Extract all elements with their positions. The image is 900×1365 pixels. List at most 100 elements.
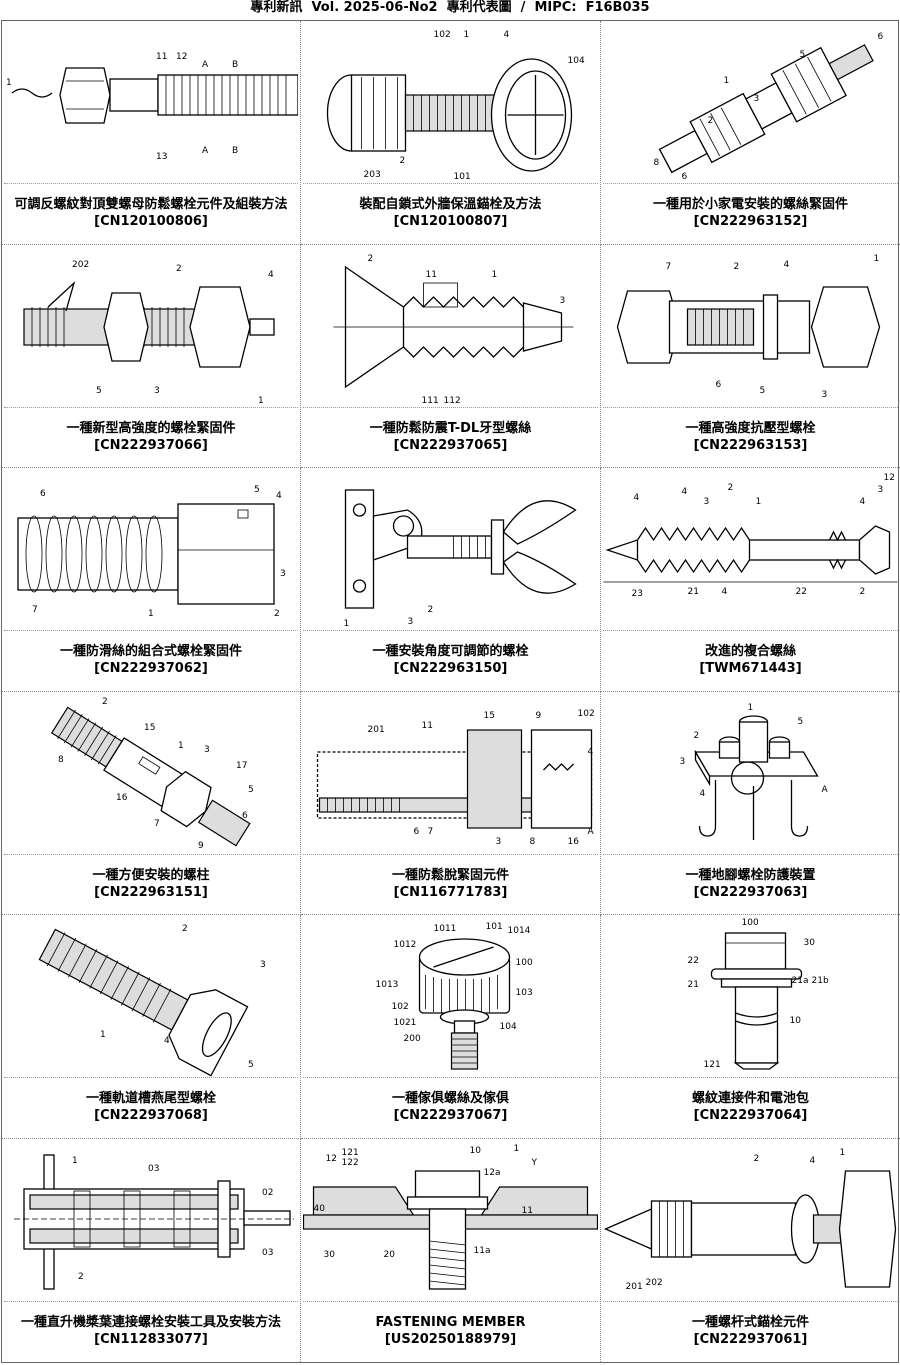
- label: 8: [654, 158, 660, 168]
- patent-title: 可調反螺紋對頂雙螺母防鬆螺栓元件及組裝方法: [6, 196, 296, 213]
- label: 8: [530, 837, 536, 847]
- label: 202: [646, 1278, 663, 1288]
- label: 201: [368, 725, 385, 735]
- label: 4: [722, 587, 728, 597]
- patent-number[interactable]: [CN222937062]: [6, 660, 296, 677]
- label: 1021: [394, 1018, 417, 1028]
- drawing-composite-screw: 4 4 3 2 1 4 3 12 23 21 4 22 2: [603, 470, 898, 630]
- patent-number[interactable]: [CN222937067]: [305, 1107, 596, 1124]
- label: 4: [784, 260, 790, 270]
- label: 101: [454, 172, 471, 182]
- label: 10: [790, 1016, 802, 1026]
- label: 30: [324, 1250, 336, 1260]
- patent-grid: 1 11 12 13 A B A B 可調反螺紋對頂雙螺母防鬆螺栓元件及組裝方法…: [1, 20, 899, 1363]
- patent-drawing: 1 11 12 13 A B A B: [4, 23, 298, 184]
- patent-number[interactable]: [CN222937061]: [605, 1331, 896, 1348]
- patent-number[interactable]: [CN222937063]: [605, 884, 896, 901]
- patent-number[interactable]: [CN116771783]: [305, 884, 596, 901]
- patent-card[interactable]: 7 2 4 1 6 5 3 一種高強度抗壓型螺栓[CN222963153]: [601, 245, 900, 469]
- label: 1012: [394, 940, 417, 950]
- label: 1013: [376, 980, 399, 990]
- patent-card[interactable]: 6 5 4 3 2 1 7 一種防滑絲的組合式螺栓緊固件[CN222937062…: [2, 468, 301, 692]
- patent-number[interactable]: [CN222937068]: [6, 1107, 296, 1124]
- label: A: [588, 827, 595, 837]
- patent-number[interactable]: [CN222963151]: [6, 884, 296, 901]
- patent-number[interactable]: [CN222963152]: [605, 213, 896, 230]
- label: 5: [248, 785, 254, 795]
- patent-card[interactable]: 4 4 3 2 1 4 3 12 23 21 4 22 2 改進的複合螺絲[TW…: [601, 468, 900, 692]
- patent-card[interactable]: 100 30 22 21 21a 21b 10 121 螺紋連接件和電池包[CN…: [601, 915, 900, 1139]
- patent-card[interactable]: 1011 101 1014 1012 100 1013 103 102 1021…: [301, 915, 601, 1139]
- patent-drawing: 4 4 3 2 1 4 3 12 23 21 4 22 2: [603, 470, 898, 631]
- patent-title: 一種方便安裝的螺柱: [6, 867, 296, 884]
- label: 03: [262, 1248, 273, 1258]
- patent-number[interactable]: [CN222937066]: [6, 437, 296, 454]
- label: 12: [326, 1154, 337, 1164]
- label: 9: [536, 711, 542, 721]
- label: 13: [156, 152, 167, 162]
- patent-number[interactable]: [CN112833077]: [6, 1331, 296, 1348]
- patent-title: 一種螺杆式錨栓元件: [605, 1314, 896, 1331]
- patent-card[interactable]: 1 3 2 一種安裝角度可調節的螺栓[CN222963150]: [301, 468, 601, 692]
- label: 4: [700, 789, 706, 799]
- patent-drawing: 6 5 1 3 2 8 6: [603, 23, 898, 184]
- label: 11: [522, 1206, 533, 1216]
- label: A: [202, 60, 209, 70]
- patent-drawing: 202 2 4 5 3 1: [4, 247, 298, 408]
- patent-drawing: 2 11 1 3 111 112: [303, 247, 598, 408]
- label: 121: [342, 1148, 359, 1158]
- patent-card[interactable]: 201 11 15 9 102 4 6 7 3 8 16 A 一種防鬆脫緊固元件…: [301, 692, 601, 916]
- label: 4: [588, 747, 594, 757]
- patent-number[interactable]: [US20250188979]: [305, 1331, 596, 1348]
- label: 21a: [792, 976, 809, 986]
- label: 1: [514, 1144, 520, 1154]
- patent-number[interactable]: [CN222937064]: [605, 1107, 896, 1124]
- label: 104: [568, 56, 585, 66]
- patent-number[interactable]: [CN120100807]: [305, 213, 596, 230]
- label: 1: [72, 1156, 78, 1166]
- patent-number[interactable]: [CN222937065]: [305, 437, 596, 454]
- patent-card[interactable]: 1 2 4 201 202 一種螺杆式錨栓元件[CN222937061]: [601, 1139, 900, 1363]
- label: 22: [688, 956, 699, 966]
- label: 17: [236, 761, 247, 771]
- label: 6: [242, 811, 248, 821]
- patent-card[interactable]: 1 03 02 03 2 一種直升機槳葉連接螺栓安裝工具及安裝方法[CN1128…: [2, 1139, 301, 1363]
- label: 2: [708, 116, 714, 126]
- label: 16: [568, 837, 580, 847]
- label: 7: [666, 262, 672, 272]
- patent-card[interactable]: 2 11 1 3 111 112 一種防鬆防震T-DL牙型螺絲[CN222937…: [301, 245, 601, 469]
- patent-card[interactable]: 6 5 1 3 2 8 6 一種用於小家電安裝的螺絲緊固件[CN22296315…: [601, 21, 900, 245]
- label: 102: [392, 1002, 409, 1012]
- patent-number[interactable]: [CN222963153]: [605, 437, 896, 454]
- label: 8: [58, 755, 64, 765]
- patent-card[interactable]: 1 5 2 3 4 A 一種地腳螺栓防護裝置[CN222937063]: [601, 692, 900, 916]
- patent-number[interactable]: [TWM671443]: [605, 660, 896, 677]
- patent-card[interactable]: 102 1 4 104 2 203 101 裝配自鎖式外牆保溫錨栓及方法[CN1…: [301, 21, 601, 245]
- patent-card[interactable]: 1 11 12 13 A B A B 可調反螺紋對頂雙螺母防鬆螺栓元件及組裝方法…: [2, 21, 301, 245]
- patent-card[interactable]: 121 122 12 10 1 12a Y 40 11 30 20 11a FA…: [301, 1139, 601, 1363]
- patent-card[interactable]: 202 2 4 5 3 1 一種新型高強度的螺栓緊固件[CN222937066]: [2, 245, 301, 469]
- label: 200: [404, 1034, 421, 1044]
- patent-card[interactable]: 2 3 1 4 5 一種軌道槽燕尾型螺栓[CN222937068]: [2, 915, 301, 1139]
- label: 2: [368, 254, 374, 264]
- label: 1014: [508, 926, 531, 936]
- label: B: [232, 60, 238, 70]
- label: 2: [860, 587, 866, 597]
- drawing-screw-anchor: 1 2 4 201 202: [603, 1141, 898, 1301]
- label: 100: [516, 958, 533, 968]
- label: 2: [78, 1272, 84, 1282]
- drawing-threaded-connector: 100 30 22 21 21a 21b 10 121: [603, 917, 898, 1077]
- label: 5: [798, 717, 804, 727]
- label: 203: [364, 170, 381, 180]
- label: 11: [426, 270, 437, 280]
- patent-number[interactable]: [CN222963150]: [305, 660, 596, 677]
- label: 10: [470, 1146, 482, 1156]
- patent-number[interactable]: [CN120100806]: [6, 213, 296, 230]
- label: 2: [400, 156, 406, 166]
- label: 15: [484, 711, 495, 721]
- label: 2: [102, 697, 108, 707]
- label: 5: [760, 386, 766, 396]
- label: 9: [198, 841, 204, 851]
- patent-title: 一種用於小家電安裝的螺絲緊固件: [605, 196, 896, 213]
- patent-card[interactable]: 2 15 8 1 3 17 16 5 7 9 6 一種方便安裝的螺柱[CN222…: [2, 692, 301, 916]
